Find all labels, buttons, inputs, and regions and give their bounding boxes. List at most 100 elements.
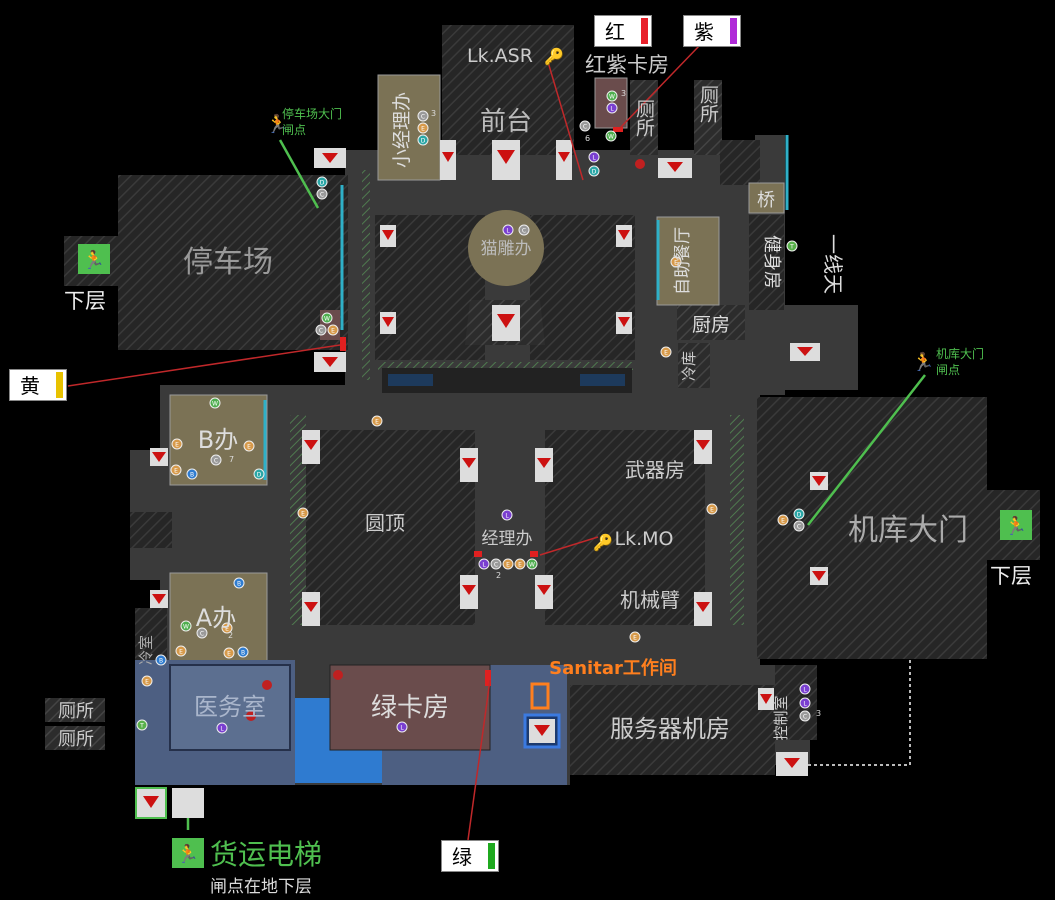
svg-text:L: L (400, 725, 404, 732)
marker-7 (380, 225, 396, 247)
svg-text:C: C (200, 631, 204, 638)
svg-text:🏃: 🏃 (177, 843, 199, 865)
loot-e-icon: E (243, 440, 255, 452)
loot-l-icon: L (799, 697, 811, 709)
loot-l-icon: L (478, 558, 490, 570)
svg-text:E: E (518, 562, 522, 569)
loot-e-icon: E (371, 415, 383, 427)
svg-text:C: C (214, 458, 218, 465)
marker-23 (810, 472, 828, 490)
label-dome: 圆顶 (365, 511, 405, 535)
svg-text:C: C (319, 328, 323, 335)
loot-l-icon: L (606, 102, 618, 114)
inner-halls (313, 215, 690, 610)
office-rooms (169, 74, 785, 662)
marker-14 (460, 448, 478, 482)
marker-25 (758, 688, 774, 710)
label-hangar-gate-title: 机库大门 (936, 346, 984, 361)
marker-2 (314, 352, 346, 372)
loot-c-icon: C (316, 188, 328, 200)
label-medical: 医务室 (194, 693, 266, 721)
hangar-gate-runner-icon: 🏃 (912, 351, 934, 373)
label-toilet-left-1: 厕所 (58, 701, 94, 722)
loot-b-icon: B (186, 468, 198, 480)
marker-28 (135, 787, 167, 819)
svg-text:L: L (610, 106, 614, 113)
keycard-red-label: 红 (605, 20, 625, 44)
left-toilet-2-area (45, 726, 105, 750)
loot-count-label: 2 (496, 571, 501, 580)
loot-c-icon: C (799, 710, 811, 722)
marker-1 (314, 148, 346, 168)
svg-text:E: E (175, 442, 179, 449)
loot-e-icon: E (297, 507, 309, 519)
exit-icons: 🏃 🏃 🏃 🏃 🏃 🔑 🔑 (78, 47, 1032, 868)
marker-11 (492, 305, 520, 341)
keycard-green-swatch (488, 843, 495, 869)
loot-w-icon: W (606, 90, 618, 102)
marker-17 (150, 448, 168, 466)
loot-c-icon: C (579, 120, 591, 132)
label-small-manager: 小经理办 (391, 92, 413, 168)
kitchen-area (677, 305, 745, 340)
loot-l-icon: L (501, 509, 513, 521)
loot-l-icon: L (396, 721, 408, 733)
label-cold-room-left: 冷室 (137, 635, 155, 665)
loot-l-icon: L (502, 224, 514, 236)
loot-c-icon: C (518, 224, 530, 236)
loot-b-icon: B (237, 646, 249, 658)
svg-text:E: E (225, 626, 229, 633)
front-desk-area (442, 25, 574, 155)
svg-text:T: T (139, 723, 144, 730)
svg-text:E: E (145, 679, 149, 686)
medical-area (135, 660, 567, 785)
loot-w-icon: W (180, 620, 192, 632)
label-toilet-top-2: 厕所 (697, 85, 719, 123)
loot-count-label: 3 (431, 109, 436, 118)
loot-e-icon: E (629, 631, 641, 643)
svg-text:W: W (212, 401, 218, 408)
label-red-purple: 红紫卡房 (585, 53, 669, 77)
svg-text:C: C (583, 124, 587, 131)
svg-text:B: B (237, 581, 241, 588)
label-weapons: 武器房 (625, 458, 685, 482)
svg-text:B: B (241, 650, 245, 657)
loot-e-icon: E (221, 622, 233, 634)
svg-text:E: E (664, 350, 668, 357)
room-labels: 停车场 前台 小经理办 红紫卡房 厕所 厕所 猫雕办 自助餐厅 桥 健身房 一线… (58, 45, 1032, 897)
keycard-yellow-tag: 黄 (9, 369, 67, 401)
small-manager-room (377, 74, 441, 181)
label-hangar-gate: 机库大门 (848, 513, 968, 548)
label-parking-gate-title: 停车场大门 (282, 106, 342, 121)
svg-text:L: L (482, 562, 486, 569)
keycard-red-tag: 红 (594, 15, 652, 47)
hangar-exit-icon (1000, 510, 1032, 540)
gym-area (749, 215, 784, 310)
label-downstairs-right: 下层 (990, 564, 1032, 588)
label-gym: 健身房 (761, 235, 782, 289)
label-toilet-left-2: 厕所 (58, 729, 94, 750)
svg-text:E: E (179, 649, 183, 656)
loot-b-icon: B (155, 654, 167, 666)
svg-text:E: E (301, 511, 305, 518)
svg-text:E: E (781, 518, 785, 525)
cold-storage-area (678, 343, 710, 388)
loot-e-icon: E (327, 324, 339, 336)
left-toilet-1-area (45, 698, 105, 722)
svg-text:E: E (331, 328, 335, 335)
svg-text:D: D (797, 512, 802, 519)
svg-text:E: E (375, 419, 379, 426)
loot-l-icon: L (216, 722, 228, 734)
marker-24 (810, 567, 828, 585)
loot-c-icon: C (417, 110, 429, 122)
keycard-yellow-label: 黄 (20, 374, 40, 398)
label-server: 服务器机房 (610, 715, 730, 743)
label-one-line-sky: 一线天 (821, 234, 845, 294)
svg-text:E: E (506, 562, 510, 569)
svg-text:D: D (592, 169, 597, 176)
marker-8 (616, 225, 632, 247)
keycard-purple-swatch (730, 18, 737, 44)
marker-13 (302, 430, 320, 464)
svg-text:T: T (789, 244, 794, 251)
toilet-top-2 (694, 80, 722, 155)
